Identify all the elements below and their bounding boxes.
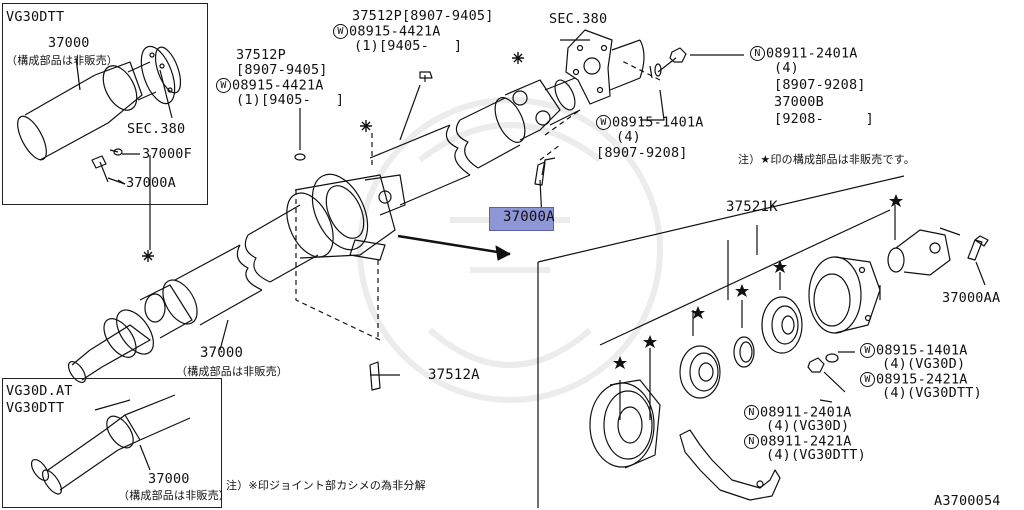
nut-symbol-icon: N <box>750 46 765 61</box>
washer-symbol-icon: W <box>596 115 611 130</box>
diagram-id: A3700054 <box>934 493 1001 509</box>
sec380-inset-top[interactable]: SEC.380 <box>127 121 186 137</box>
part-37000-inset-top[interactable]: 37000 <box>48 35 90 51</box>
part-37000b[interactable]: 37000B <box>774 94 824 110</box>
bolt-08915-4421a-left-code: 08915-4421A <box>232 77 324 94</box>
part-37000a-inset-top[interactable]: 37000A <box>126 175 176 191</box>
part-37000f[interactable]: 37000F <box>142 146 192 162</box>
companion-flange <box>808 256 881 334</box>
period-37000b: [9208- ] <box>774 111 874 127</box>
period-nut-upper: [8907-9208] <box>774 77 866 93</box>
qty-nut-vg30d: (4)(VG30D) <box>766 418 850 434</box>
snap-ring <box>733 336 755 368</box>
arrow <box>397 234 511 256</box>
main-shaft-front <box>67 77 581 384</box>
part-37512p-upper[interactable]: 37512P[8907-9405] <box>352 8 494 24</box>
washer-symbol-icon: W <box>216 78 231 93</box>
qty-period-upper: (1)[9405- ] <box>354 38 463 54</box>
part-37000aa[interactable]: 37000AA <box>942 290 1001 306</box>
period-bolt-upper: [8907-9208] <box>596 145 688 161</box>
qty-bolt-vg30d: (4)(VG30D) <box>882 356 966 372</box>
washer-nut-upper <box>294 47 687 161</box>
washer-symbol-icon: W <box>860 343 875 358</box>
inset-top-shaft <box>17 45 182 185</box>
not-sold-note-inset-bottom: （構成部品は非販売） <box>118 489 230 502</box>
bolt-08915-1401a-upper-code: 08915-1401A <box>612 114 704 131</box>
nut-08911-2421a-right-code: 08911-2421A <box>760 433 852 450</box>
leader-lines <box>117 39 744 376</box>
asterisk-markers <box>142 52 524 262</box>
note-asterisk-joint: 注）※印ジョイント部カシメの為非分解 <box>226 479 426 492</box>
period-37512p-left: [8907-9405] <box>236 62 328 78</box>
part-37512p-left[interactable]: 37512P <box>236 47 286 63</box>
part-37000a-number: 37000 <box>503 209 547 225</box>
qty-nut-upper: (4) <box>774 60 799 76</box>
inset-bottom-title-2: VG30DTT <box>6 400 65 416</box>
yoke-right <box>887 227 961 276</box>
qty-period-left: (1)[9405- ] <box>236 92 345 108</box>
inset-bottom-title-1: VG30D.AT <box>6 383 73 399</box>
bolt-08915-4421a-upper-code: 08915-4421A <box>349 23 441 40</box>
star-markers <box>613 194 903 369</box>
washer-nut-right <box>807 351 855 403</box>
part-37000a-suffix: A <box>546 209 555 225</box>
sec380-upper[interactable]: SEC.380 <box>549 11 608 27</box>
not-sold-note-main: （構成部品は非販売） <box>176 365 288 378</box>
qty-bolt-vg30dtt: (4)(VG30DTT) <box>882 385 982 401</box>
part-37512a[interactable]: 37512A <box>428 367 480 383</box>
dust-cover <box>761 296 803 354</box>
bolt-37000aa <box>967 235 989 286</box>
part-37000-inset-bottom[interactable]: 37000 <box>148 471 190 487</box>
washer-symbol-icon: W <box>333 24 348 39</box>
flange-sec380 <box>565 29 645 105</box>
dashed-guides <box>295 59 661 341</box>
washer-symbol-icon: W <box>860 372 875 387</box>
bolt-08915-1401a-right-code: 08915-1401A <box>876 342 968 359</box>
bolt-08915-2421a-right-code: 08915-2421A <box>876 371 968 388</box>
part-37000a-highlighted[interactable]: 37000A <box>503 210 555 225</box>
qty-nut-vg30dtt: (4)(VG30DTT) <box>766 447 866 463</box>
nut-08911-2401a-right-code: 08911-2401A <box>760 404 852 421</box>
ball-bearing <box>679 345 721 399</box>
inset-top-title: VG30DTT <box>6 9 65 25</box>
note-star-not-sold: 注）★印の構成部品は非販売です。 <box>738 153 915 166</box>
mount-bracket <box>679 429 781 501</box>
inset-top-frame <box>2 3 208 205</box>
center-bearing-assembly <box>589 379 661 469</box>
inset-bottom-shaft <box>30 394 191 495</box>
bolt-37512a <box>369 161 546 391</box>
qty-bolt-upper: (4) <box>616 129 641 145</box>
nut-symbol-icon: N <box>744 405 759 420</box>
kit-frame <box>537 175 905 508</box>
highlight-box[interactable] <box>489 207 554 231</box>
part-37521k[interactable]: 37521K <box>726 199 778 215</box>
part-37000-main[interactable]: 37000 <box>200 345 244 361</box>
nut-08911-2401a-upper-code: 08911-2401A <box>766 45 858 62</box>
not-sold-note-inset-top: （構成部品は非販売） <box>6 54 118 67</box>
nut-symbol-icon: N <box>744 434 759 449</box>
inset-bottom-frame <box>2 378 222 508</box>
